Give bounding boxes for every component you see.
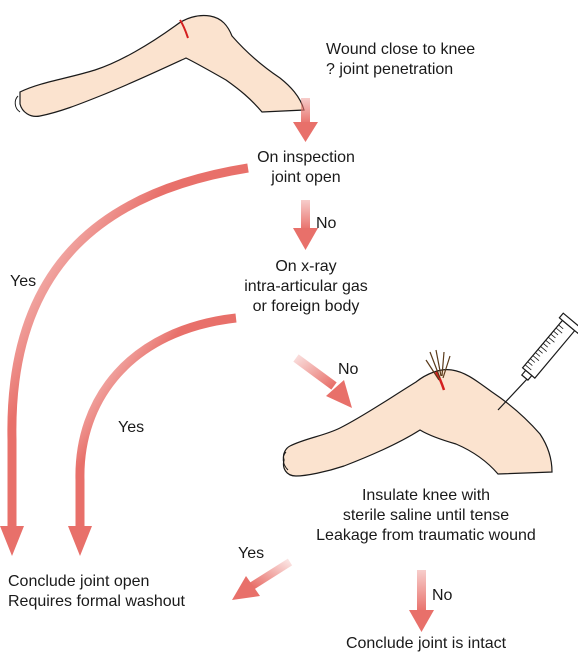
edge-label-yes-1: Yes xyxy=(10,272,36,292)
node-inspection-line-2: joint open xyxy=(236,168,376,188)
leg-illustration-icon xyxy=(15,15,304,116)
node-inspection: On inspection joint open xyxy=(236,148,376,188)
node-open-line-2: Requires formal washout xyxy=(8,592,185,612)
node-start-line-1: Wound close to knee xyxy=(326,40,475,60)
node-inspection-line-1: On inspection xyxy=(236,148,376,168)
node-start: Wound close to knee ? joint penetration xyxy=(326,40,475,80)
node-open: Conclude joint open Requires formal wash… xyxy=(8,572,185,612)
node-xray-line-2: intra-articular gas xyxy=(226,277,386,297)
node-open-line-1: Conclude joint open xyxy=(8,572,185,592)
edge-label-no-3: No xyxy=(432,586,452,606)
edge-label-no-1: No xyxy=(316,214,336,234)
node-insufflate-line-3: Leakage from traumatic wound xyxy=(306,526,546,546)
node-insufflate-line-1: Insulate knee with xyxy=(306,486,546,506)
arrow-yes-insufflate-to-open xyxy=(232,562,290,600)
node-insufflate-line-2: sterile saline until tense xyxy=(306,506,546,526)
node-intact: Conclude joint is intact xyxy=(326,634,526,654)
node-xray-line-3: or foreign body xyxy=(226,297,386,317)
leg-with-syringe-illustration-icon xyxy=(283,313,578,476)
edge-label-yes-3: Yes xyxy=(238,544,264,564)
node-xray-line-1: On x-ray xyxy=(226,257,386,277)
node-intact-line-1: Conclude joint is intact xyxy=(326,634,526,654)
node-start-line-2: ? joint penetration xyxy=(326,60,475,80)
edge-label-no-2: No xyxy=(338,360,358,380)
arrow-inspection-to-xray xyxy=(293,200,318,250)
arrow-insufflate-to-intact xyxy=(409,570,434,632)
node-insufflate: Insulate knee with sterile saline until … xyxy=(306,486,546,546)
edge-label-yes-2: Yes xyxy=(118,418,144,438)
arrow-yes-xray-to-open xyxy=(68,318,236,556)
node-xray: On x-ray intra-articular gas or foreign … xyxy=(226,257,386,317)
